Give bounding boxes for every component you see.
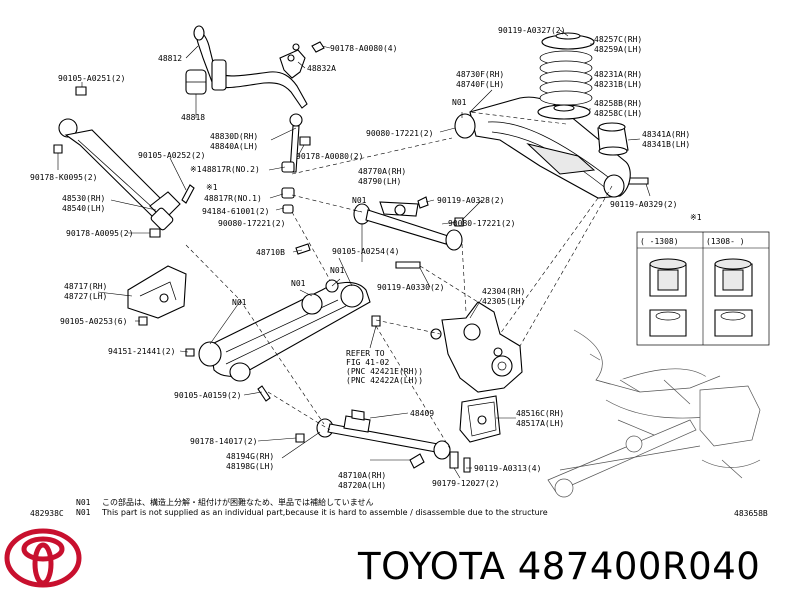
label-48832a: 48832A: [307, 64, 336, 73]
label-refer-1: REFER TO: [346, 349, 385, 358]
label-48341b: 48341B(LH): [642, 140, 690, 149]
label-90119-a0328: 90119-A0328(2): [437, 196, 504, 205]
trailing-arm: [454, 96, 631, 199]
label-48817r-no2: 48817R(NO.2): [202, 165, 260, 174]
label-48231a: 48231A(RH): [594, 70, 642, 79]
upper-control-arm: [353, 201, 463, 251]
label-48198g: 48198G(LH): [226, 462, 274, 471]
coil-spring: [537, 32, 595, 120]
notes-block: N01 この部品は、構造上分解・組付けが困難なため、単品では補給していません 4…: [30, 497, 768, 518]
label-refer-3: (PNC 42421E(RH)): [346, 367, 423, 376]
label-48194g: 48194G(RH): [226, 452, 274, 461]
label-inset-col1: ( -1308): [640, 237, 679, 246]
label-48258b: 48258B(RH): [594, 99, 642, 108]
stabilizer-bar: [185, 25, 308, 109]
rear-knuckle: [430, 301, 523, 393]
label-48710b: 48710B: [256, 248, 285, 257]
label-90105-a0253: 90105-A0253(6): [60, 317, 127, 326]
label-n01-e: N01: [232, 298, 247, 307]
label-48830d: 48830D(RH): [210, 132, 258, 141]
label-48540: 48540(LH): [62, 204, 105, 213]
label-48840a: 48840A(LH): [210, 142, 258, 151]
dashed-lines: [185, 111, 613, 453]
label-48727: 48727(LH): [64, 292, 107, 301]
leader-lines: [57, 29, 651, 479]
label-n01-b: N01: [352, 196, 367, 205]
label-90178-a0080-4: 90178-A0080(4): [330, 44, 397, 53]
knuckle-bracket: [459, 395, 501, 443]
label-90105-a0254: 90105-A0254(4): [332, 247, 399, 256]
label-48740f: 48740F(LH): [456, 80, 504, 89]
label-90119-a0327: 90119-A0327(2): [498, 26, 565, 35]
label-48258c: 48258C(LH): [594, 109, 642, 118]
label-n01-c: N01: [330, 266, 345, 275]
label-48812: 48812: [158, 54, 182, 63]
label-48818: 48818: [181, 113, 205, 122]
label-48409: 48409: [410, 409, 434, 418]
label-48341a: 48341A(RH): [642, 130, 690, 139]
label-48516c: 48516C(RH): [516, 409, 564, 418]
label-inset-star: ※1: [690, 213, 702, 222]
note-2-text: This part is not supplied as an individu…: [101, 508, 548, 517]
label-48790: 48790(LH): [358, 177, 401, 186]
note-1-tag: N01: [76, 498, 91, 507]
label-48817r-no1: 48817R(NO.1): [204, 194, 262, 203]
label-90178-14017: 90178-14017(2): [190, 437, 257, 446]
label-90105-a0159: 90105-A0159(2): [174, 391, 241, 400]
toyota-logo-icon: [4, 528, 82, 588]
label-48530: 48530(RH): [62, 194, 105, 203]
label-star1b: ※1: [206, 183, 218, 192]
bump-stopper: [597, 122, 629, 156]
label-90105-a0251: 90105-A0251(2): [58, 74, 125, 83]
label-48717: 48717(RH): [64, 282, 107, 291]
note-2-tag: N01: [76, 508, 91, 517]
label-48710a: 48710A(RH): [338, 471, 386, 480]
label-48770a: 48770A(RH): [358, 167, 406, 176]
label-90080-17221-b: 90080-17221(2): [218, 219, 285, 228]
label-90178-a0095: 90178-A0095(2): [66, 229, 133, 238]
stabilizer-link: [281, 113, 303, 214]
note-1-text: この部品は、構造上分解・組付けが困難なため、単品では補給していません: [102, 497, 374, 507]
lower-arm-bracket: [127, 265, 187, 319]
label-90105-a0252: 90105-A0252(2): [138, 151, 205, 160]
label-48259a: 48259A(LH): [594, 45, 642, 54]
label-42305: 42305(LH): [482, 297, 525, 306]
label-48517a: 48517A(LH): [516, 419, 564, 428]
stabilizer-bracket: [279, 49, 306, 79]
label-48720a: 48720A(LH): [338, 481, 386, 490]
label-90119-a0330: 90119-A0330(2): [377, 283, 444, 292]
label-90119-a0329: 90119-A0329(2): [610, 200, 677, 209]
label-94151: 94151-21441(2): [108, 347, 175, 356]
brand-part-number: TOYOTA 487400R040: [358, 545, 761, 588]
label-48257c: 48257C(RH): [594, 35, 642, 44]
label-n01-a: N01: [452, 98, 467, 107]
shock-absorber: [58, 118, 181, 231]
label-90080-17221-a: 90080-17221(2): [366, 129, 433, 138]
label-n01-d: N01: [291, 279, 306, 288]
bushing-inset: [636, 231, 770, 346]
label-star1a: ※1: [190, 165, 202, 174]
label-90178-a0080-2: 90178-A0080(2): [296, 152, 363, 161]
label-refer-2: FIG 41-02: [346, 358, 390, 367]
label-94184: 94184-61001(2): [202, 207, 269, 216]
label-refer-4: (PNC 42422A(LH)): [346, 376, 423, 385]
lateral-rod: [316, 409, 451, 460]
label-90178-k0095: 90178-K0095(2): [30, 173, 97, 182]
label-90080-17221-c: 90080-17221(2): [448, 219, 515, 228]
callout-labels: 48812 90178-A0080(4) 48832A 90105-A0251(…: [30, 26, 745, 490]
figure-id-right: 483658B: [734, 509, 768, 518]
suspension-overview: [547, 329, 761, 498]
label-48730f: 48730F(RH): [456, 70, 504, 79]
figure-id-left: 482938C: [30, 509, 64, 518]
label-48231b: 48231B(LH): [594, 80, 642, 89]
label-42304: 42304(RH): [482, 287, 525, 296]
label-90179-12027: 90179-12027(2): [432, 479, 499, 488]
label-90119-a0313: 90119-A0313(4): [474, 464, 541, 473]
label-inset-col2: (1308- ): [706, 237, 745, 246]
